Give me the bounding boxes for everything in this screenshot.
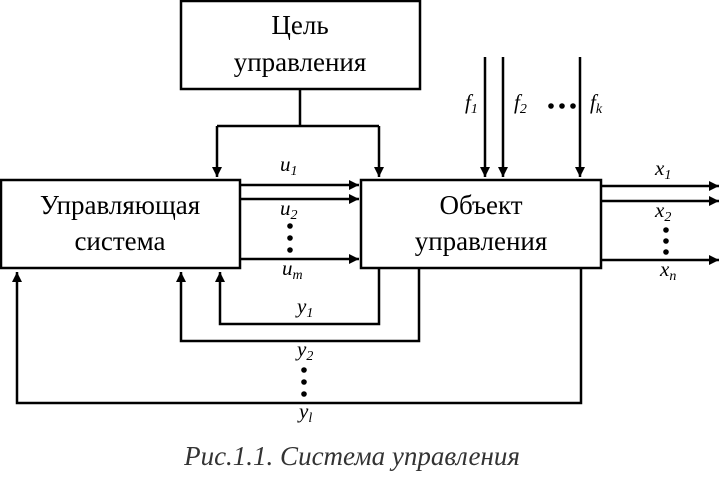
- ellipsis-dot: [301, 367, 307, 373]
- output-label-x2: x2: [654, 198, 671, 225]
- control-label-u2: u2: [280, 196, 298, 223]
- figure-caption: Рис.1.1. Система управления: [183, 441, 520, 471]
- ellipsis-dot: [287, 247, 293, 253]
- ellipsis-dot: [663, 249, 669, 255]
- output-label-x1: x1: [654, 156, 671, 183]
- plant-block: Объект управления: [359, 178, 603, 270]
- ellipsis-dot: [301, 391, 307, 397]
- ellipsis-dot: [570, 103, 576, 109]
- control-signals: u1 u2 um: [240, 152, 359, 283]
- goal-block: Цель управления: [179, 0, 422, 91]
- feedback-label-y2: y2: [295, 337, 313, 364]
- control-label-u1: u1: [280, 152, 298, 179]
- disturbance-label-f2: f2: [514, 90, 527, 117]
- goal-connections: [212, 89, 384, 177]
- controller-line-2: система: [74, 226, 165, 256]
- output-label-xn: xn: [659, 257, 676, 284]
- plant-line-2: управления: [415, 226, 548, 256]
- output-signals: x1 x2 xn: [601, 156, 719, 284]
- ellipsis-dot: [663, 227, 669, 233]
- feedback-label-y1: y1: [295, 294, 313, 321]
- controller-block: Управляющая система: [0, 178, 242, 270]
- feedback-loop-yl: [12, 268, 583, 405]
- ellipsis-dot: [301, 379, 307, 385]
- control-label-um: um: [282, 256, 303, 283]
- plant-line-1: Объект: [439, 190, 522, 220]
- controller-line-1: Управляющая: [40, 190, 200, 220]
- feedback-loop-y2: [176, 268, 421, 343]
- ellipsis-dot: [548, 103, 554, 109]
- ellipsis-dot: [663, 238, 669, 244]
- goal-line-2: управления: [234, 47, 367, 77]
- feedback-loop-y1: [215, 268, 381, 326]
- ellipsis-dot: [559, 103, 565, 109]
- feedback-signals: y1 y2 yl: [12, 268, 583, 426]
- ellipsis-dot: [287, 235, 293, 241]
- feedback-label-yl: yl: [297, 399, 312, 426]
- disturbance-label-f1: f1: [465, 90, 478, 117]
- disturbance-label-fk: fk: [590, 90, 603, 117]
- goal-line-1: Цель: [271, 10, 328, 40]
- ellipsis-dot: [287, 223, 293, 229]
- disturbance-signals: f1 f2 fk: [465, 57, 603, 177]
